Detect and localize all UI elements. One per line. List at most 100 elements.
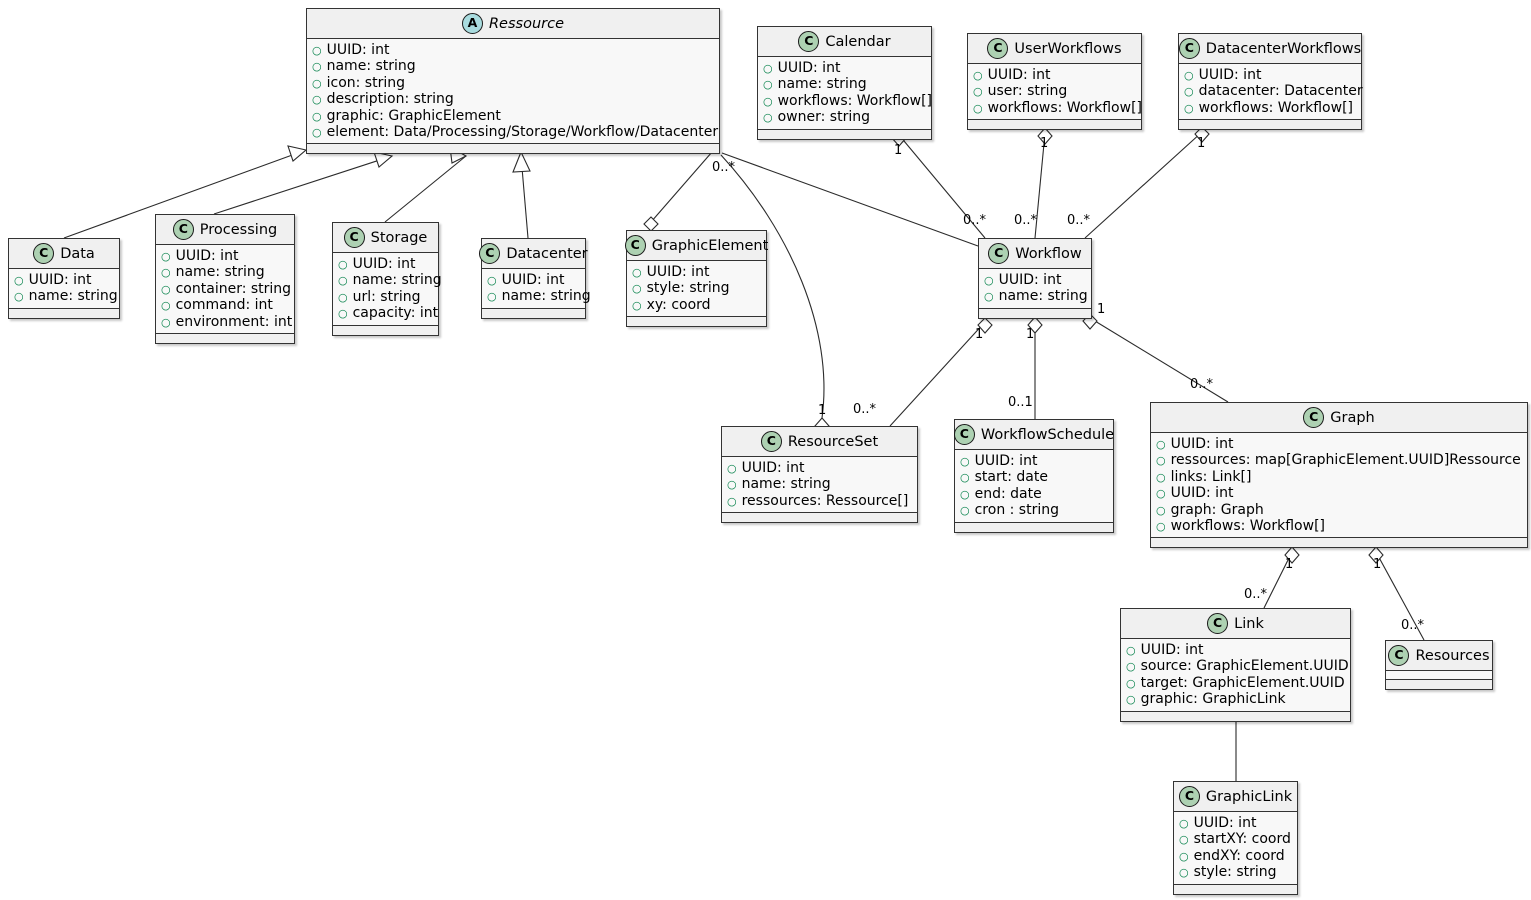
class-badge-icon: C xyxy=(987,38,1009,59)
visibility-public-icon: ○ xyxy=(487,290,497,304)
multiplicity-label: 1 xyxy=(1026,327,1035,342)
visibility-public-icon: ○ xyxy=(312,93,322,107)
class-attributes-workflowschedule: ○UUID: int ○start: date ○end: date ○cron… xyxy=(955,450,1113,523)
class-box-graphiclink[interactable]: C GraphicLink ○UUID: int ○startXY: coord… xyxy=(1173,781,1298,895)
attribute-row: ○user: string xyxy=(973,83,1135,99)
attribute-text: name: string xyxy=(352,272,442,289)
attribute-text: icon: string xyxy=(326,74,405,91)
class-header-ressource: A Ressource xyxy=(307,9,719,39)
attribute-row: ○UUID: int xyxy=(960,453,1107,469)
class-box-workflowschedule[interactable]: C WorkflowSchedule ○UUID: int ○ start: da… xyxy=(953,419,1114,533)
edge-datacenterworkflows-workflow xyxy=(1084,131,1203,239)
visibility-public-icon: ○ xyxy=(763,62,773,75)
attribute-text: cron : string xyxy=(974,502,1059,519)
attribute-text: UUID: int xyxy=(998,272,1062,288)
attribute-row: ○name: string xyxy=(727,476,911,492)
class-methods-compartment xyxy=(968,120,1141,130)
class-box-graph[interactable]: C Graph ○UUID: int ○ressources: map[Grap… xyxy=(1150,402,1528,549)
attribute-text: name: string xyxy=(501,288,591,305)
class-box-calendar[interactable]: C Calendar ○UUID: int ○name: string ○wor… xyxy=(757,26,932,140)
attribute-text: UUID: int xyxy=(28,272,92,288)
class-header-userworkflows: C UserWorkflows xyxy=(968,34,1141,64)
attribute-text: description: string xyxy=(326,91,454,108)
class-title: Graph xyxy=(1330,409,1375,426)
class-badge-icon: C xyxy=(343,227,365,248)
multiplicity-label: 1 xyxy=(1285,557,1294,572)
class-box-processing[interactable]: C Processing ○UUID: int ○name: string ○c… xyxy=(155,214,295,345)
class-attributes-link: ○UUID: int ○source: GraphicElement.UUID … xyxy=(1121,639,1350,712)
attribute-text: start: date xyxy=(974,469,1048,486)
attribute-text: startXY: coord xyxy=(1193,831,1291,848)
visibility-public-icon: ○ xyxy=(1184,101,1194,115)
attribute-text: name: string xyxy=(741,476,831,493)
class-title: Storage xyxy=(370,229,428,246)
attribute-text: UUID: int xyxy=(1140,642,1204,658)
multiplicity-label: 0..* xyxy=(1401,618,1425,633)
visibility-public-icon: ○ xyxy=(1156,438,1166,451)
attribute-row: ○UUID: int xyxy=(161,248,288,264)
class-header-workflow: C Workflow xyxy=(979,239,1091,269)
attribute-row: ○target: GraphicElement.UUID xyxy=(1126,674,1345,691)
multiplicity-label: 0..* xyxy=(1190,377,1214,392)
class-methods-compartment xyxy=(758,129,931,139)
visibility-public-icon: ○ xyxy=(632,282,642,296)
attribute-text: style: string xyxy=(646,280,730,297)
class-attributes-resources xyxy=(1386,671,1492,680)
class-title: Calendar xyxy=(825,33,891,50)
class-box-datacenter[interactable]: C Datacenter ○UUID: int ○name: string xyxy=(479,238,591,319)
attribute-text: command: int xyxy=(175,297,273,314)
attribute-text: UUID: int xyxy=(646,264,710,280)
class-box-datacenterworkflows[interactable]: C DatacenterWorkflows ○UUID: int ○datace… xyxy=(1178,33,1363,131)
visibility-public-icon: ○ xyxy=(338,307,348,321)
multiplicity-label: 0..1 xyxy=(1008,395,1033,410)
class-box-graphicelement[interactable]: C GraphicElement ○UUID: int ○style: stri… xyxy=(624,230,768,328)
multiplicity-label: 0..* xyxy=(712,160,736,175)
attribute-text: workflows: Workflow[] xyxy=(1170,518,1325,535)
class-box-resourceset[interactable]: C ResourceSet ○UUID: int ○name: string ○… xyxy=(721,426,918,524)
attribute-row: ○graphic: GraphicLink xyxy=(1126,691,1344,707)
class-badge-icon: C xyxy=(33,243,55,264)
visibility-public-icon: ○ xyxy=(312,44,322,57)
class-header-workflowschedule: C WorkflowSchedule xyxy=(953,420,1114,450)
attribute-row: ○UUID: int xyxy=(984,272,1085,288)
class-box-resources[interactable]: C Resources xyxy=(1385,640,1493,690)
class-methods-compartment xyxy=(955,522,1113,532)
class-attributes-resourceset: ○UUID: int ○name: string ○ressources: Re… xyxy=(722,457,917,514)
visibility-public-icon: ○ xyxy=(161,315,171,329)
edge-storage-ressource xyxy=(384,155,467,223)
class-box-data[interactable]: C Data ○UUID: int ○name: string xyxy=(8,238,120,319)
class-title: GraphicLink xyxy=(1205,788,1293,805)
inheritance-arrow-data xyxy=(287,145,308,162)
visibility-public-icon: ○ xyxy=(338,274,348,288)
attribute-text: target: GraphicElement.UUID xyxy=(1140,674,1345,691)
attribute-text: owner: string xyxy=(777,109,870,126)
attribute-row: ○element: Data/Processing/Storage/Workfl… xyxy=(312,124,718,140)
class-box-link[interactable]: C Link ○UUID: int ○source: GraphicElemen… xyxy=(1120,608,1351,722)
attribute-row: ○UUID: int xyxy=(1126,642,1344,658)
class-header-link: C Link xyxy=(1121,609,1350,639)
class-methods-compartment xyxy=(1121,711,1350,721)
visibility-public-icon: ○ xyxy=(960,455,970,468)
class-box-storage[interactable]: C Storage ○UUID: int ○name: string ○url:… xyxy=(332,222,442,336)
class-box-workflow[interactable]: C Workflow ○UUID: int ○name: string xyxy=(978,238,1092,319)
attribute-text: name: string xyxy=(175,264,265,281)
abstract-badge-icon: A xyxy=(461,13,483,34)
class-methods-compartment xyxy=(627,317,766,327)
attribute-row: ○ style: string xyxy=(632,280,760,296)
visibility-public-icon: ○ xyxy=(763,78,773,92)
attribute-text: UUID: int xyxy=(1170,485,1234,502)
multiplicity-label: 1 xyxy=(1097,302,1106,317)
multiplicity-label: 0..* xyxy=(1244,587,1268,602)
class-title: Ressource xyxy=(488,15,565,32)
visibility-public-icon: ○ xyxy=(14,274,24,287)
class-methods-compartment xyxy=(1386,680,1492,689)
class-box-ressource[interactable]: A Ressource ○UUID: int ○name: string ○ic… xyxy=(306,8,720,155)
class-badge-icon: C xyxy=(624,235,646,256)
attribute-text: UUID: int xyxy=(1170,436,1234,452)
class-methods-compartment xyxy=(333,325,438,335)
class-box-userworkflows[interactable]: C UserWorkflows ○UUID: int ○user: string… xyxy=(967,33,1142,131)
attribute-row: ○startXY: coord xyxy=(1179,831,1291,847)
class-header-graphiclink: C GraphicLink xyxy=(1174,782,1297,812)
attribute-row: ○workflows: Workflow[] xyxy=(1156,518,1521,534)
class-methods-compartment xyxy=(1151,538,1527,548)
